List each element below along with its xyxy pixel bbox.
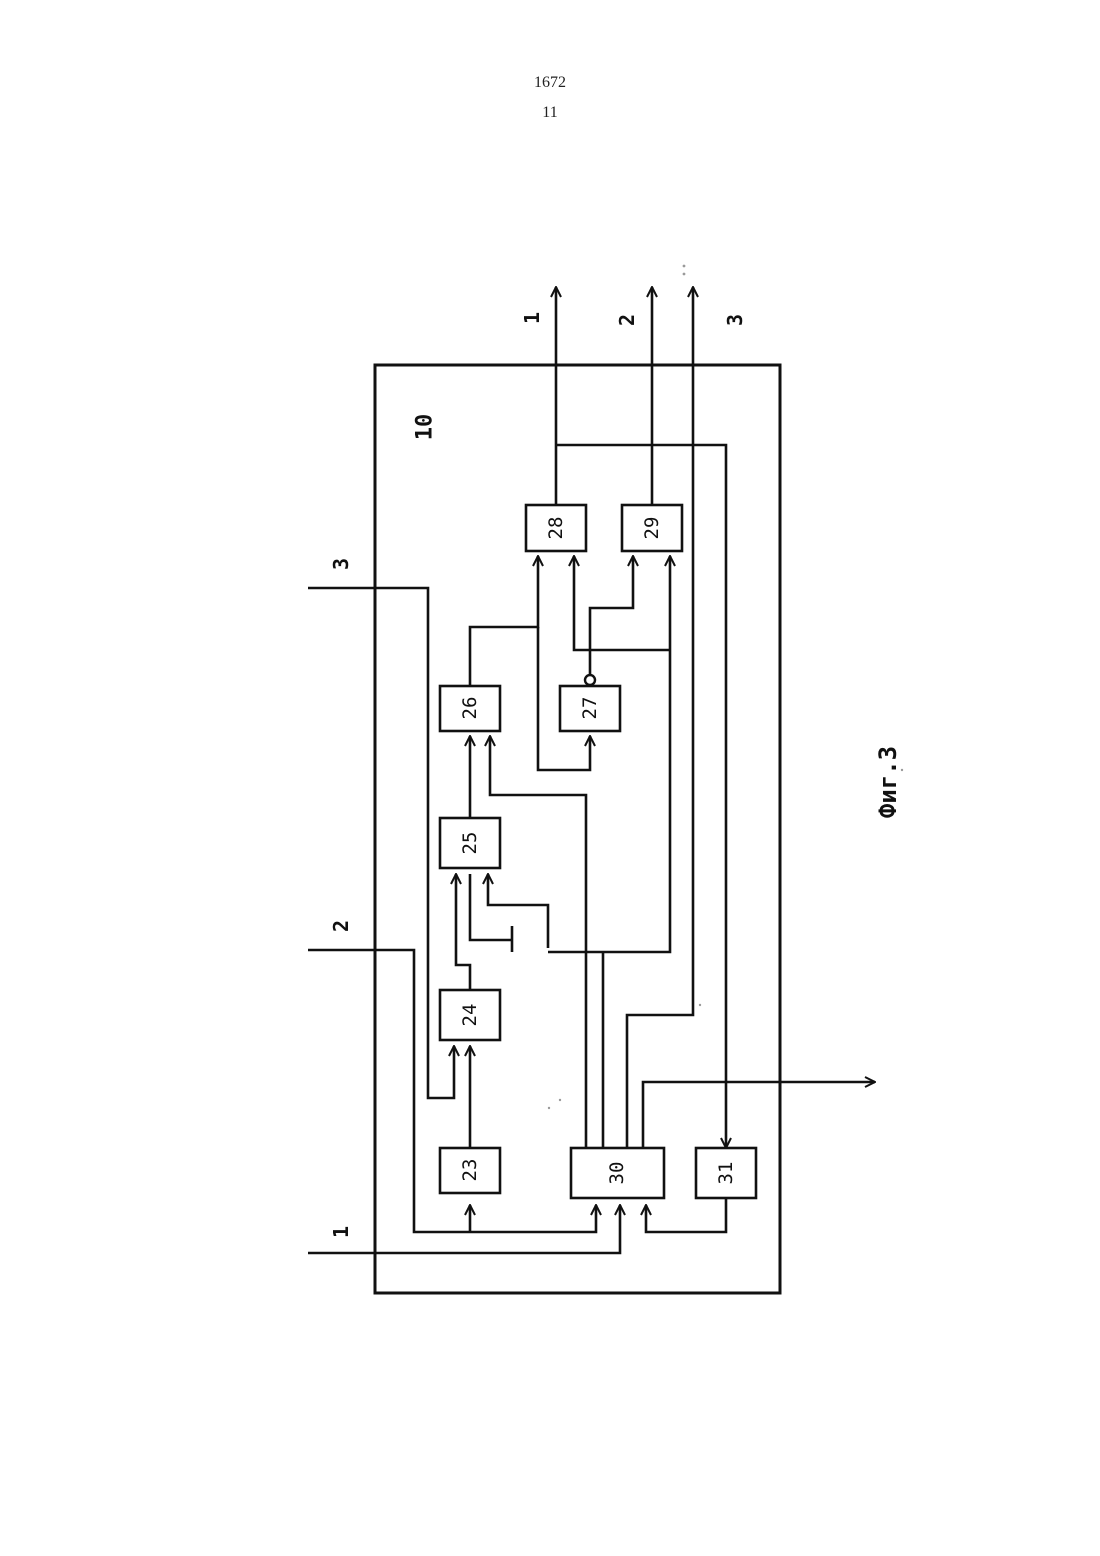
scan-speck (901, 769, 903, 771)
wire-27-29 (590, 556, 633, 675)
output-label-2: 2 (615, 314, 639, 326)
block-28: 28 (526, 505, 586, 551)
wire-input-3 (308, 588, 454, 1098)
scan-speck (683, 273, 686, 276)
block-26-label: 26 (459, 697, 481, 720)
block-27: 27 (560, 686, 620, 731)
block-28-label: 28 (545, 517, 567, 540)
wire-input-1 (308, 1205, 620, 1253)
block-29: 29 (622, 505, 682, 551)
input-label-3: 3 (329, 558, 353, 570)
block-30: 30 (571, 1148, 664, 1198)
block-30-label: 30 (606, 1162, 628, 1185)
block-31-label: 31 (715, 1162, 737, 1185)
scan-speck (548, 1107, 550, 1109)
input-label-2: 2 (329, 920, 353, 932)
wire-24-25 (456, 874, 470, 990)
block-27-label: 27 (579, 697, 601, 720)
block-25: 25 (440, 818, 500, 868)
block-23-label: 23 (459, 1159, 481, 1182)
scan-speck (699, 1004, 701, 1006)
scan-speck (683, 265, 686, 268)
wire-30-29 (548, 556, 670, 1148)
block-26: 26 (440, 686, 500, 731)
wire-23-30 (470, 1205, 596, 1232)
block-24: 24 (440, 990, 500, 1040)
block-29-label: 29 (641, 517, 663, 540)
wire-31-30 (646, 1198, 726, 1232)
wire-output-3 (627, 287, 693, 1148)
scan-speck (559, 1099, 561, 1101)
wire-26-28 (470, 556, 538, 686)
device-label: 10 (413, 414, 438, 441)
block-25-label: 25 (459, 832, 481, 855)
input-label-1: 1 (329, 1226, 353, 1238)
inverter-bubble (585, 675, 595, 685)
wire-30-26 (490, 736, 586, 1148)
block-31: 31 (696, 1148, 756, 1198)
output-label-1: 1 (520, 312, 544, 324)
wire-25-ground (470, 874, 512, 952)
wire-30-external-output (643, 1082, 875, 1148)
output-label-3: 3 (723, 314, 747, 326)
wire-30-28 (574, 556, 670, 650)
block-23: 23 (440, 1148, 500, 1193)
figure-caption: Фиг.3 (874, 746, 902, 818)
block-24-label: 24 (459, 1004, 481, 1027)
wire-29-25 (488, 874, 548, 948)
